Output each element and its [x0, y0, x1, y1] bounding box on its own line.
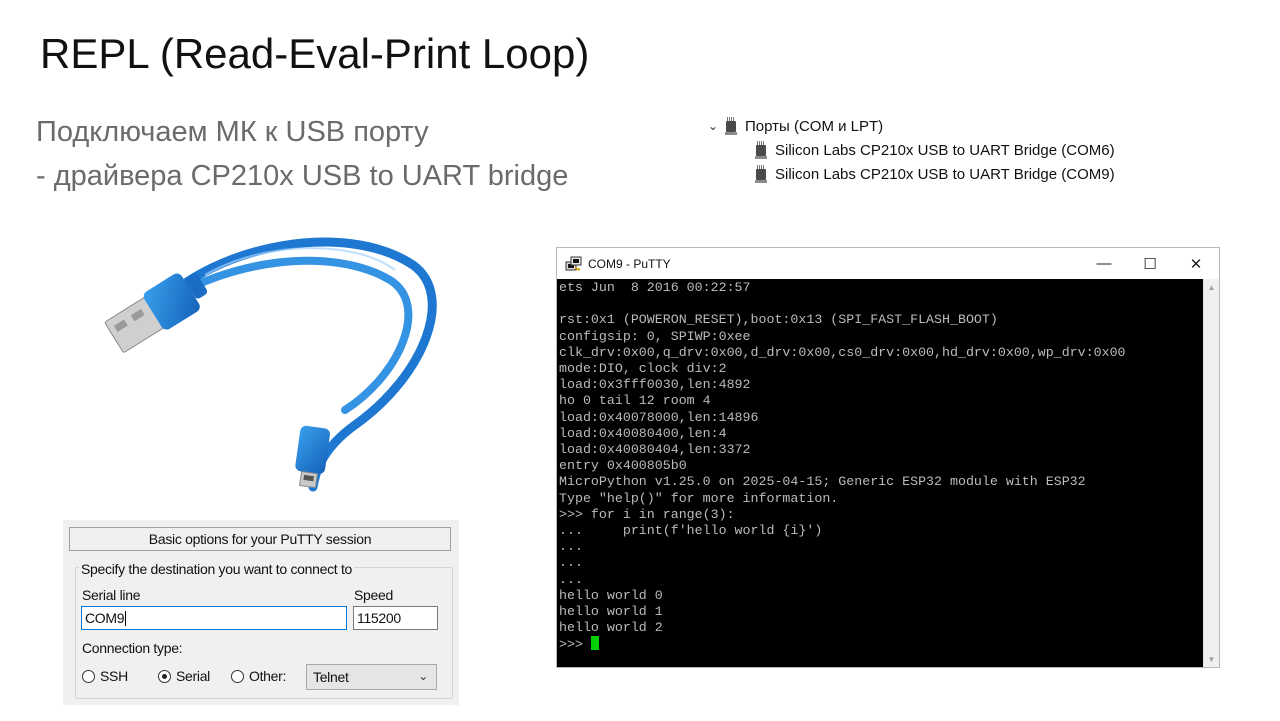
- serial-line-label: Serial line: [82, 587, 141, 603]
- slide-subtitle: Подключаем МК к USB порту - драйвера CP2…: [36, 110, 568, 198]
- putty-window: COM9 - PuTTY — ☐ ✕ ets Jun 8 2016 00:22:…: [556, 247, 1220, 668]
- usb-cable-image: [104, 237, 437, 492]
- terminal-prompt-line: >>>: [559, 636, 1203, 653]
- port-connector-icon: [724, 117, 738, 135]
- terminal-line: clk_drv:0x00,q_drv:0x00,d_drv:0x00,cs0_d…: [559, 344, 1126, 360]
- terminal-line: Type "help()" for more information.: [559, 490, 839, 506]
- scroll-up-icon[interactable]: ▲: [1207, 282, 1216, 292]
- radio-selected-icon: [158, 669, 171, 683]
- radio-circle-icon: [82, 669, 95, 683]
- subtitle-line-2: - драйвера CP210x USB to UART bridge: [36, 160, 569, 192]
- device-label: Silicon Labs CP210x USB to UART Bridge (…: [775, 141, 1115, 159]
- radio-other[interactable]: Other:: [231, 668, 286, 684]
- terminal-line: load:0x40080404,len:3372: [559, 442, 751, 458]
- destination-group-title: Specify the destination you want to conn…: [79, 561, 355, 577]
- radio-ssh[interactable]: SSH: [82, 668, 128, 684]
- terminal-output[interactable]: ets Jun 8 2016 00:22:57 rst:0x1 (POWERON…: [557, 279, 1203, 667]
- serial-line-value: COM9: [85, 610, 125, 626]
- ports-category[interactable]: ⌄ Порты (COM и LPT): [708, 114, 1115, 138]
- serial-line-input[interactable]: COM9: [81, 606, 347, 630]
- minimize-button[interactable]: —: [1081, 248, 1127, 279]
- putty-config-panel: Basic options for your PuTTY session Spe…: [63, 520, 459, 705]
- port-connector-icon: [754, 165, 768, 183]
- port-connector-icon: [754, 141, 768, 159]
- maximize-button[interactable]: ☐: [1127, 248, 1173, 279]
- terminal-line: MicroPython v1.25.0 on 2025-04-15; Gener…: [559, 474, 1086, 490]
- config-banner: Basic options for your PuTTY session: [69, 527, 451, 551]
- slide-title: REPL (Read-Eval-Print Loop): [40, 30, 590, 77]
- device-manager-tree: ⌄ Порты (COM и LPT) Silicon Labs CP210x …: [708, 114, 1115, 186]
- device-item-com6[interactable]: Silicon Labs CP210x USB to UART Bridge (…: [708, 138, 1115, 162]
- terminal-line: >>> for i in range(3):: [559, 506, 735, 522]
- scroll-down-icon[interactable]: ▼: [1207, 654, 1216, 664]
- device-label: Silicon Labs CP210x USB to UART Bridge (…: [775, 165, 1115, 183]
- terminal-line: load:0x3fff0030,len:4892: [559, 377, 751, 393]
- radio-serial-label: Serial: [176, 668, 210, 684]
- terminal-line: hello world 0: [559, 587, 663, 603]
- terminal-line: configsip: 0, SPIWP:0xee: [559, 328, 751, 344]
- terminal-line: load:0x40078000,len:14896: [559, 409, 759, 425]
- speed-label: Speed: [354, 587, 393, 603]
- terminal-line: mode:DIO, clock div:2: [559, 361, 727, 377]
- close-icon: ✕: [1189, 255, 1203, 273]
- putty-window-title: COM9 - PuTTY: [588, 256, 671, 271]
- text-caret: [125, 610, 127, 626]
- connection-type-label: Connection type:: [82, 640, 183, 656]
- terminal-line: rst:0x1 (POWERON_RESET),boot:0x13 (SPI_F…: [559, 312, 998, 328]
- ports-category-label: Порты (COM и LPT): [745, 117, 884, 135]
- subtitle-line-1: Подключаем МК к USB порту: [36, 116, 429, 148]
- terminal-line: load:0x40080400,len:4: [559, 425, 727, 441]
- terminal-line: ets Jun 8 2016 00:22:57: [559, 280, 751, 295]
- other-protocol-value: Telnet: [313, 669, 349, 685]
- speed-value: 115200: [357, 610, 401, 626]
- terminal-cursor: [590, 636, 599, 651]
- terminal-scrollbar[interactable]: ▲ ▼: [1203, 279, 1219, 667]
- terminal-line: hello world 2: [559, 620, 663, 636]
- terminal-line: ...: [559, 571, 583, 587]
- minimize-icon: —: [1096, 255, 1112, 272]
- terminal-line: ...: [559, 539, 583, 555]
- putty-app-icon: [565, 256, 582, 271]
- chevron-down-icon[interactable]: ⌄: [708, 119, 719, 133]
- terminal-text: ets Jun 8 2016 00:22:57 rst:0x1 (POWERON…: [559, 280, 1203, 636]
- terminal-line: ho 0 tail 12 room 4: [559, 393, 711, 409]
- putty-titlebar[interactable]: COM9 - PuTTY — ☐ ✕: [557, 248, 1219, 279]
- speed-input[interactable]: 115200: [353, 606, 438, 630]
- terminal-line: ...: [559, 555, 583, 571]
- close-button[interactable]: ✕: [1173, 248, 1219, 279]
- maximize-icon: ☐: [1143, 255, 1157, 273]
- chevron-down-icon: ⌄: [418, 669, 428, 683]
- device-item-com9[interactable]: Silicon Labs CP210x USB to UART Bridge (…: [708, 162, 1115, 186]
- terminal-prompt: >>>: [559, 637, 591, 653]
- terminal-line: hello world 1: [559, 604, 663, 620]
- radio-other-label: Other:: [249, 668, 287, 684]
- other-protocol-select[interactable]: Telnet ⌄: [306, 664, 437, 690]
- terminal-line: ... print(f'hello world {i}'): [559, 523, 823, 539]
- radio-circle-icon: [231, 669, 244, 683]
- terminal-line: entry 0x400805b0: [559, 458, 687, 474]
- radio-ssh-label: SSH: [100, 668, 128, 684]
- radio-serial[interactable]: Serial: [158, 668, 210, 684]
